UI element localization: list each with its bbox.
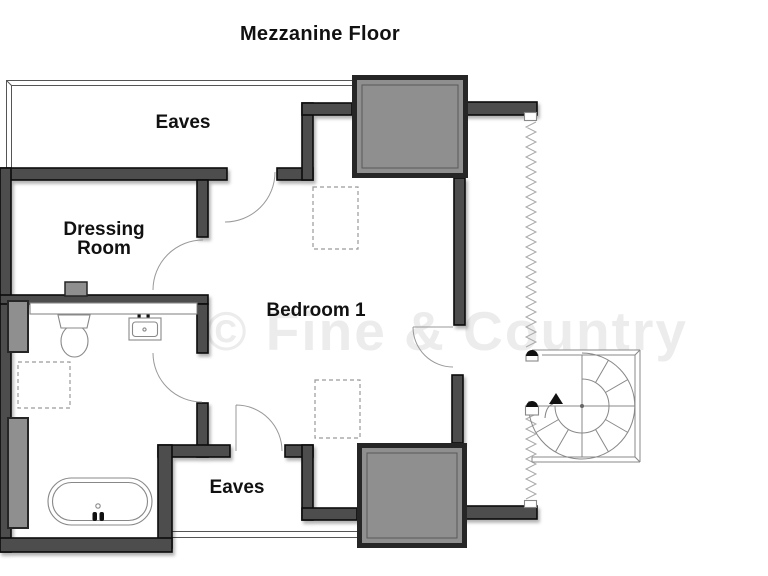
wall-piers <box>7 281 88 529</box>
window-band <box>29 302 198 315</box>
room-label-dressing-line2: Room <box>77 238 131 259</box>
door-arc-bedroom-right <box>412 326 454 368</box>
chimney-top <box>352 75 468 178</box>
rooflight-bedroom-top <box>312 186 359 250</box>
room-label-eaves-top: Eaves <box>155 112 211 133</box>
door-arc-bathroom <box>152 352 203 403</box>
door-arc-dressing <box>152 239 204 291</box>
door-arcs <box>152 171 454 452</box>
door-arc-eaves-top <box>224 171 276 223</box>
eaves-roofline-bottom <box>172 531 357 538</box>
sink <box>128 314 162 341</box>
window-gap-bottom <box>523 499 538 509</box>
room-label-dressing-room: Dressing Room <box>24 220 184 258</box>
stair-treads <box>528 352 636 460</box>
bathtub <box>47 477 153 526</box>
room-label-eaves-bottom: Eaves <box>209 477 265 498</box>
floor-title: Mezzanine Floor <box>239 23 401 45</box>
dressing-post <box>64 281 88 297</box>
stair-direction-arrow <box>544 393 563 419</box>
room-label-bedroom1: Bedroom 1 <box>266 300 366 321</box>
void-zigzag-bottom <box>524 413 538 500</box>
chimney-bottom <box>357 443 467 548</box>
spiral-staircase <box>524 349 641 463</box>
walls <box>0 101 538 553</box>
void-zigzag-top <box>524 121 538 348</box>
door-arc-eaves-bottom <box>235 404 283 452</box>
window-gap-top <box>523 111 538 122</box>
stair-posts <box>524 350 540 416</box>
toilet <box>57 314 91 358</box>
watermark: © Fine & Country <box>206 300 688 362</box>
eaves-roofline-top <box>6 80 352 168</box>
rooflight-bathroom <box>17 361 71 409</box>
room-label-dressing-line1: Dressing <box>63 219 145 240</box>
rooflight-bedroom-bottom <box>314 379 361 439</box>
